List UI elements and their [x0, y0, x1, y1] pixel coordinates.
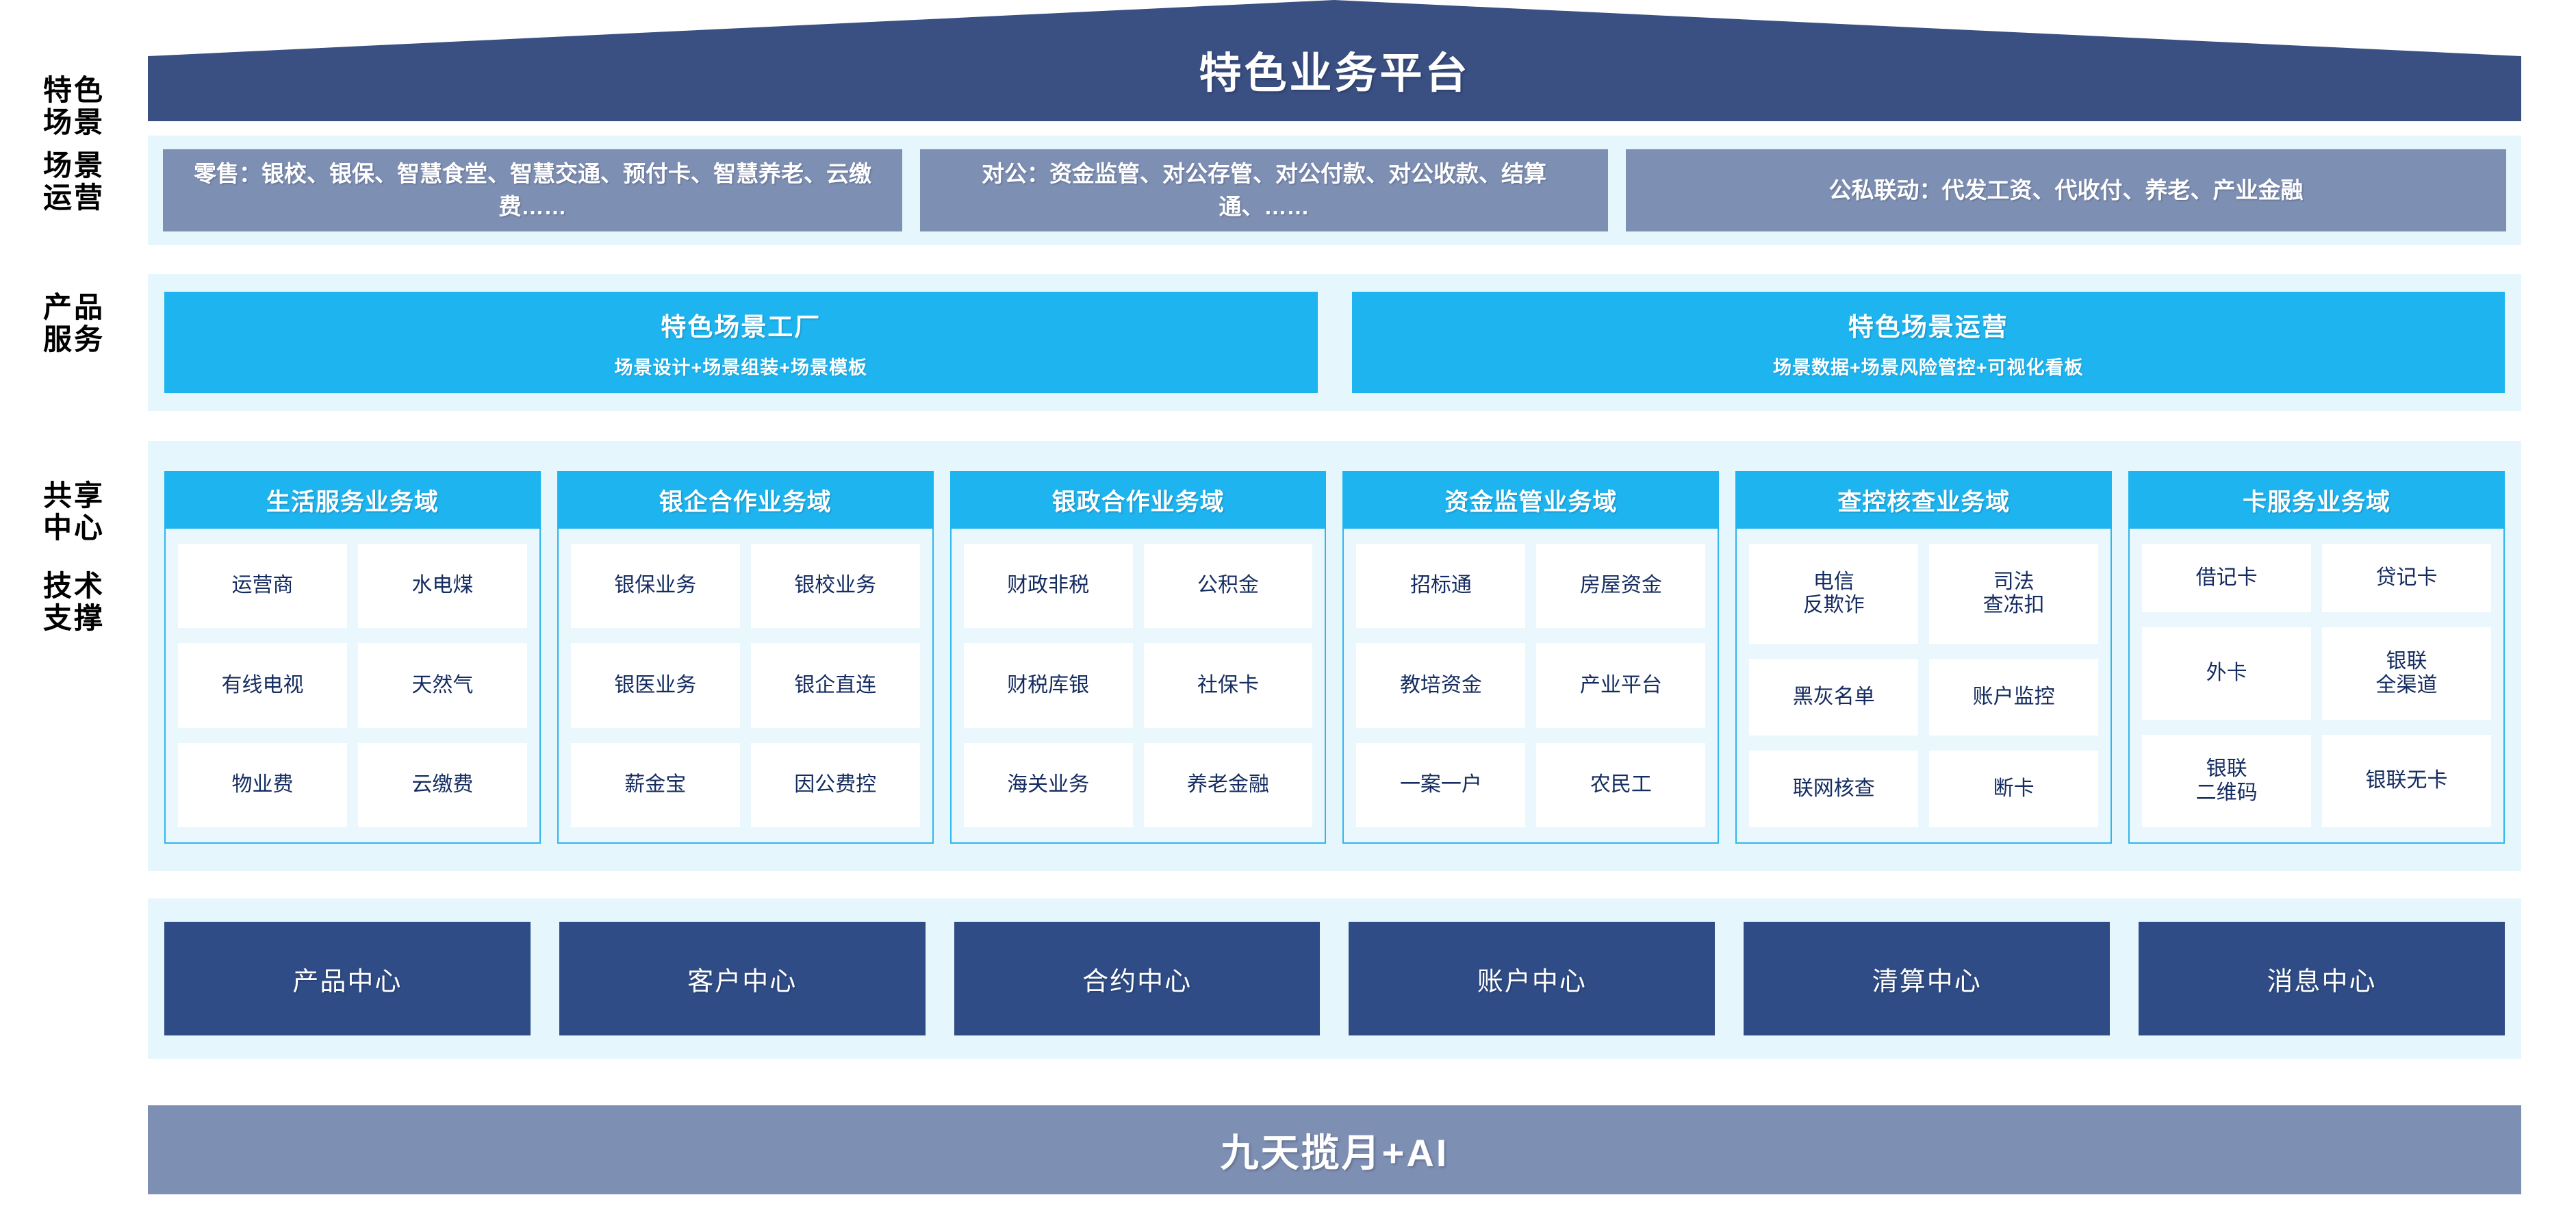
- operations-box-operating[interactable]: 特色场景运营 场景数据+场景风险管控+可视化看板: [1351, 292, 2505, 393]
- domain-item[interactable]: 薪金宝: [570, 742, 740, 827]
- operations-box-factory[interactable]: 特色场景工厂 场景设计+场景组装+场景模板: [164, 292, 1318, 393]
- tech-support-bar[interactable]: 九天揽月+AI: [148, 1105, 2521, 1194]
- domain-item[interactable]: 银校业务: [750, 544, 920, 629]
- roof-shape: [148, 0, 2521, 121]
- domain-grid-card-services: 借记卡 贷记卡 外卡 银联 全渠道 银联 二维码 银联无卡: [2130, 529, 2503, 842]
- domain-item[interactable]: 银联 全渠道: [2322, 627, 2491, 720]
- domain-item[interactable]: 外卡: [2142, 627, 2312, 720]
- domain-title-life-services: 生活服务业务域: [164, 471, 541, 529]
- domain-item[interactable]: 社保卡: [1143, 643, 1313, 728]
- rail-label-shared: 共享 中心: [42, 479, 105, 544]
- domain-title-fund-supervision: 资金监管业务域: [1342, 471, 1720, 529]
- domain-item[interactable]: 财税库银: [963, 643, 1133, 728]
- domain-item[interactable]: 贷记卡: [2322, 544, 2491, 613]
- domain-grid-investigation: 电信 反欺诈 司法 查冻扣 黑灰名单 账户监控 联网核查 断卡: [1737, 529, 2110, 842]
- shared-center-contract[interactable]: 合约中心: [954, 922, 1321, 1035]
- domain-item[interactable]: 联网核查: [1749, 751, 1919, 827]
- domain-item[interactable]: 产业平台: [1536, 643, 1706, 728]
- domain-item[interactable]: 招标通: [1356, 544, 1526, 629]
- domain-column-life-services[interactable]: 生活服务业务域 运营商 水电煤 有线电视 天然气 物业费 云缴费: [164, 471, 541, 844]
- domain-column-card-services[interactable]: 卡服务业务域 借记卡 贷记卡 外卡 银联 全渠道 银联 二维码 银联无卡: [2128, 471, 2505, 844]
- rail-label-scenario: 特色 场景: [42, 74, 105, 139]
- domain-item[interactable]: 银保业务: [570, 544, 740, 629]
- shared-center-message[interactable]: 消息中心: [2139, 922, 2505, 1035]
- domain-grid-bank-government: 财政非税 公积金 财税库银 社保卡 海关业务 养老金融: [952, 529, 1325, 842]
- domain-grid-bank-enterprise: 银保业务 银校业务 银医业务 银企直连 薪金宝 因公费控: [559, 529, 932, 842]
- domain-column-fund-supervision[interactable]: 资金监管业务域 招标通 房屋资金 教培资金 产业平台 一案一户 农民工: [1342, 471, 1720, 844]
- domain-item[interactable]: 银医业务: [570, 643, 740, 728]
- scenario-band: 零售：银校、银保、智慧食堂、智慧交通、预付卡、智慧养老、云缴费…… 对公：资金监…: [148, 136, 2521, 245]
- operations-band: 特色场景工厂 场景设计+场景组装+场景模板 特色场景运营 场景数据+场景风险管控…: [148, 274, 2521, 411]
- domain-item[interactable]: 运营商: [178, 544, 347, 629]
- scenario-box-linkage[interactable]: 公私联动：代发工资、代收付、养老、产业金融: [1626, 149, 2506, 231]
- shared-center-clearing[interactable]: 清算中心: [1744, 922, 2110, 1035]
- domain-item[interactable]: 断卡: [1929, 751, 2099, 827]
- domain-item[interactable]: 借记卡: [2142, 544, 2312, 613]
- domain-item[interactable]: 物业费: [178, 742, 347, 827]
- domain-item[interactable]: 海关业务: [963, 742, 1133, 827]
- domain-grid-life-services: 运营商 水电煤 有线电视 天然气 物业费 云缴费: [166, 529, 539, 842]
- rail-label-products: 产品 服务: [42, 291, 105, 356]
- domain-grid-fund-supervision: 招标通 房屋资金 教培资金 产业平台 一案一户 农民工: [1344, 529, 1718, 842]
- domain-column-bank-enterprise[interactable]: 银企合作业务域 银保业务 银校业务 银医业务 银企直连 薪金宝 因公费控: [557, 471, 934, 844]
- operations-factory-subtitle: 场景设计+场景组装+场景模板: [614, 357, 868, 378]
- domain-item[interactable]: 天然气: [357, 643, 527, 728]
- page-title: 特色业务平台: [1199, 50, 1470, 97]
- rail-label-operations: 场景 运营: [42, 149, 105, 214]
- operations-factory-title: 特色场景工厂: [661, 312, 821, 341]
- operations-operating-subtitle: 场景数据+场景风险管控+可视化看板: [1772, 357, 2084, 378]
- domain-item[interactable]: 有线电视: [178, 643, 347, 728]
- domain-item[interactable]: 云缴费: [357, 742, 527, 827]
- domain-item[interactable]: 司法 查冻扣: [1929, 544, 2099, 644]
- shared-center-band: 产品中心 客户中心 合约中心 账户中心 清算中心 消息中心: [148, 898, 2521, 1059]
- domain-title-bank-enterprise: 银企合作业务域: [557, 471, 934, 529]
- operations-operating-title: 特色场景运营: [1848, 312, 2008, 341]
- product-band: 生活服务业务域 运营商 水电煤 有线电视 天然气 物业费 云缴费 银企合作业务域…: [148, 441, 2521, 871]
- tech-support-label: 九天揽月+AI: [1220, 1131, 1449, 1174]
- rail-label-tech: 技术 支撑: [42, 570, 105, 635]
- shared-center-customer[interactable]: 客户中心: [559, 922, 926, 1035]
- domain-column-bank-government[interactable]: 银政合作业务域 财政非税 公积金 财税库银 社保卡 海关业务 养老金融: [949, 471, 1327, 844]
- domain-title-investigation: 查控核查业务域: [1735, 471, 2113, 529]
- shared-center-account[interactable]: 账户中心: [1349, 922, 1716, 1035]
- domain-item[interactable]: 教培资金: [1356, 643, 1526, 728]
- domain-item[interactable]: 房屋资金: [1536, 544, 1706, 629]
- scenario-box-retail[interactable]: 零售：银校、银保、智慧食堂、智慧交通、预付卡、智慧养老、云缴费……: [163, 149, 902, 231]
- domain-item[interactable]: 公积金: [1143, 544, 1313, 629]
- domain-item[interactable]: 水电煤: [357, 544, 527, 629]
- domain-item[interactable]: 财政非税: [963, 544, 1133, 629]
- domain-item[interactable]: 养老金融: [1143, 742, 1313, 827]
- domain-item[interactable]: 电信 反欺诈: [1749, 544, 1919, 644]
- domain-item[interactable]: 银联无卡: [2322, 735, 2491, 827]
- domain-item[interactable]: 账户监控: [1929, 659, 2099, 736]
- shared-center-product[interactable]: 产品中心: [164, 922, 531, 1035]
- scenario-box-corporate[interactable]: 对公：资金监管、对公存管、对公付款、对公收款、结算通、……: [920, 149, 1608, 231]
- platform-roof: 特色业务平台: [148, 0, 2521, 130]
- domain-title-bank-government: 银政合作业务域: [949, 471, 1327, 529]
- domain-item[interactable]: 黑灰名单: [1749, 659, 1919, 736]
- domain-item[interactable]: 银企直连: [750, 643, 920, 728]
- domain-item[interactable]: 银联 二维码: [2142, 735, 2312, 827]
- domain-item[interactable]: 因公费控: [750, 742, 920, 827]
- domain-title-card-services: 卡服务业务域: [2128, 471, 2505, 529]
- domain-column-investigation[interactable]: 查控核查业务域 电信 反欺诈 司法 查冻扣 黑灰名单 账户监控 联网核查 断卡: [1735, 471, 2113, 844]
- domain-item[interactable]: 农民工: [1536, 742, 1706, 827]
- domain-item[interactable]: 一案一户: [1356, 742, 1526, 827]
